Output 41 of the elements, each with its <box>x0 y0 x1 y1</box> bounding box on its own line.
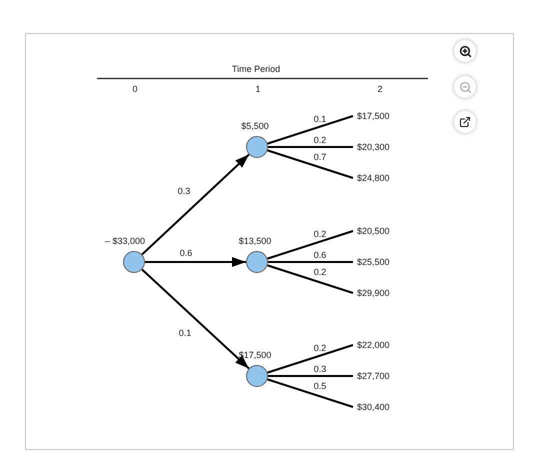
edge-label: 0.6 <box>180 248 192 258</box>
arrow <box>145 257 246 267</box>
outcome-value: $30,400 <box>353 401 390 413</box>
outcome-value: $22,000 <box>353 339 390 351</box>
edge-label: 0.2 <box>314 343 326 353</box>
edge-label: 0.2 <box>314 267 326 277</box>
node-value: $13,500 <box>238 236 272 247</box>
arrow <box>141 154 250 256</box>
edge-label: 0.6 <box>314 250 326 260</box>
edge-label: 0.5 <box>314 381 326 391</box>
connector-line <box>267 264 354 294</box>
outcome-value: $29,900 <box>353 287 390 299</box>
node-value: $17,500 <box>238 350 272 361</box>
edge-label: 0.1 <box>314 114 326 124</box>
outcome-value: $27,700 <box>353 370 390 382</box>
axis-title: Time Period <box>232 64 280 75</box>
edge-label: 0.3 <box>178 186 190 196</box>
edge-label: 0.2 <box>314 229 326 239</box>
outcome-value: $20,300 <box>353 141 390 153</box>
period-label: 1 <box>256 84 260 95</box>
period-label: 0 <box>132 84 138 95</box>
outcome-value: $24,800 <box>353 172 390 184</box>
connector-line <box>268 146 353 148</box>
node-value: – $33,000 <box>104 236 146 247</box>
edge-label: 0.7 <box>314 152 326 162</box>
connector-line <box>267 149 354 179</box>
node-value: $5,500 <box>241 121 269 132</box>
edge-label: 0.1 <box>178 328 192 338</box>
connector-line <box>267 230 354 260</box>
connector-line <box>267 378 354 408</box>
connector-line <box>268 261 353 263</box>
arrow <box>141 268 250 370</box>
period-label: 2 <box>378 84 382 95</box>
outcome-value: $17,500 <box>353 110 390 122</box>
connector-line <box>268 375 353 377</box>
connector-line <box>267 115 354 145</box>
connector-line <box>267 344 354 374</box>
edge-label: 0.2 <box>314 135 326 145</box>
edge-label: 0.3 <box>314 364 326 374</box>
outcome-value: $20,500 <box>353 225 390 237</box>
outcome-value: $25,500 <box>353 256 390 268</box>
